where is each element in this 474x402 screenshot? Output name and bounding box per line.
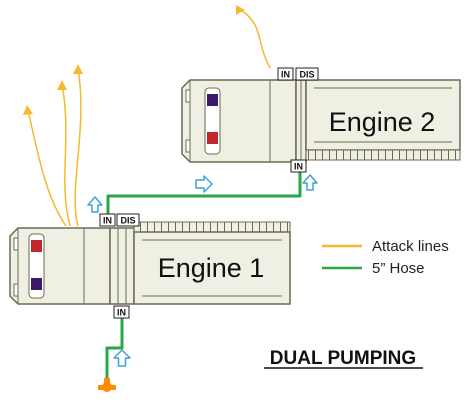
legend: Attack lines 5” Hose [322,238,449,277]
engine-2-in-port-bottom [290,159,307,173]
engine-2-mirror [185,89,191,103]
engine-1-ladder [133,221,291,233]
engine-1-label: Engine 1 [158,253,265,283]
engine-1-in-port-top [99,213,116,227]
attack-line [237,7,271,69]
attack-line-arrowheads [23,5,245,115]
attack-line [74,67,82,227]
flow-arrows [87,174,318,367]
arrowhead-icon [73,64,83,74]
flow-arrow-up-icon [113,349,131,367]
engine-2-mirror [185,139,191,153]
title-text: DUAL PUMPING [270,348,416,369]
engine-2-label: Engine 2 [329,107,436,137]
engine-2-in-port-bottom-label: IN [294,162,303,172]
attack-line [27,109,67,227]
engine-2-discharge-port-label: DIS [299,70,314,80]
arrowhead-icon [57,80,67,90]
engine-1-discharge-port-label: DIS [120,216,135,226]
engine-2-light-red [207,132,218,144]
engine-1-pump-panel [109,227,135,305]
engine-2-discharge-port [295,67,319,81]
engine-1-body [133,231,291,305]
engine-1-in-port-bottom [113,305,130,319]
arrowhead-icon [23,105,33,115]
engine-1-in-port-top-label: IN [103,216,112,226]
hydrant-body [102,382,112,392]
hydrant-cap [104,378,110,383]
engine-1: Engine 1 IN DIS IN [9,213,291,319]
engine-1-in-port-bottom-label: IN [117,308,126,318]
hose-hydrant-to-engine1 [105,318,124,387]
attack-lines [27,7,271,227]
engine-2-ladder [305,149,461,161]
engine-1-cab [9,227,111,305]
legend-label-attack-lines: Attack lines [372,238,449,255]
engine-2-in-port-top [277,67,294,81]
engine-2-cab [181,79,297,163]
supply-hose [105,172,302,387]
legend-label-5in-hose: 5” Hose [372,260,425,277]
flow-arrow-up-icon [302,174,318,191]
engine-1-mirror [13,237,19,251]
flow-arrow-right-icon [195,175,213,193]
engine-2: Engine 2 IN DIS IN [181,67,461,173]
hydrant-icon [98,378,116,392]
engine-1-discharge-port [116,213,140,227]
engine-2-light-purple [207,94,218,106]
attack-line [61,83,71,227]
engine-1-mirror [13,283,19,297]
engine-2-in-port-top-label: IN [281,70,290,80]
engine-1-light-purple [31,278,42,290]
engine-1-light-red [31,240,42,252]
flow-arrow-up-icon [87,196,103,213]
diagram-title: DUAL PUMPING [264,348,423,369]
arrowhead-icon [236,5,245,15]
hose-engine1-to-engine2 [106,172,302,226]
